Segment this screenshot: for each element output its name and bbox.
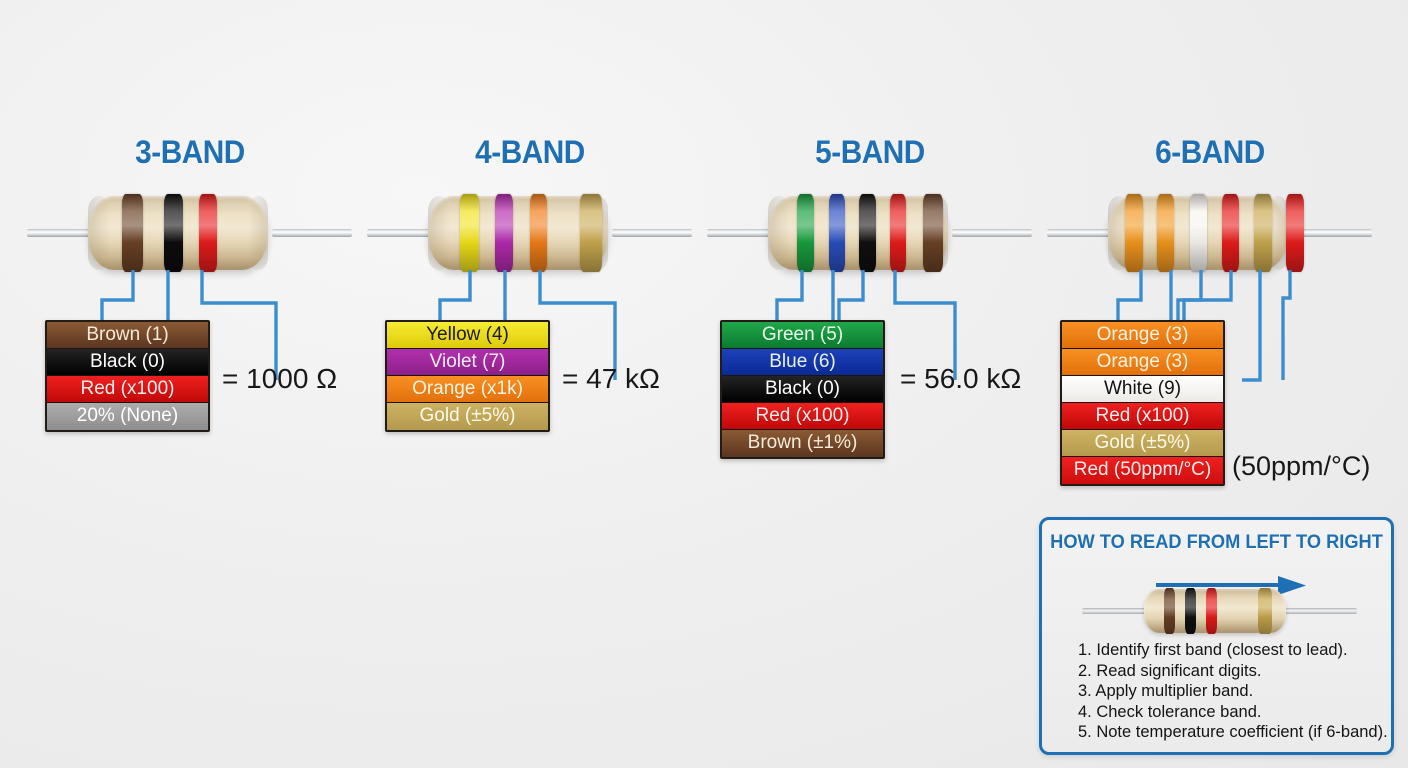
- legend-table-3band: Brown (1) Black (0) Red (x100) 20% (None…: [45, 320, 210, 432]
- resistor-band-4: [1222, 194, 1239, 272]
- legend-row: Red (x100): [47, 376, 208, 403]
- resistor-band-5: [923, 194, 943, 272]
- result-value-4band: = 47 kΩ: [562, 363, 660, 394]
- group-title-6band: 6-BAND: [1155, 134, 1265, 170]
- legend-row: Yellow (4): [387, 322, 548, 349]
- legend-table-6band: Orange (3) Orange (3) White (9) Red (x10…: [1060, 320, 1225, 486]
- resistor-lead-right: [272, 229, 352, 237]
- leader-lines-6band: [1100, 268, 1350, 382]
- legend-row: Orange (3): [1062, 322, 1223, 349]
- resistor-lead-left: [707, 229, 787, 237]
- resistor-4band: [367, 194, 692, 272]
- legend-row: 20% (None): [47, 403, 208, 430]
- legend-row: White (9): [1062, 376, 1223, 403]
- leader-lines-svg: [775, 270, 957, 380]
- leader-lines-5band: [715, 268, 1005, 380]
- legend-row: Orange (x1k): [387, 376, 548, 403]
- legend-row: Black (0): [47, 349, 208, 376]
- legend-row: Black (0): [722, 376, 883, 403]
- mini-resistor-illustration: [1082, 572, 1357, 634]
- mini-lead-right: [1279, 608, 1357, 614]
- step-item: 4. Check tolerance band.: [1078, 702, 1262, 721]
- resistor-5band: [707, 194, 1032, 272]
- resistor-band-6: [1286, 194, 1304, 272]
- legend-row: Orange (3): [1062, 349, 1223, 376]
- mini-band-1: [1164, 588, 1175, 634]
- legend-row: Red (50ppm/°C): [1062, 457, 1223, 484]
- resistor-band-2: [829, 194, 845, 272]
- resistor-lead-right: [952, 229, 1032, 237]
- resistor-body: [768, 196, 948, 270]
- mini-lead-left: [1082, 608, 1160, 614]
- result-value-3band: = 1000 Ω: [222, 363, 338, 394]
- resistor-band-2: [164, 194, 183, 272]
- legend-row: Brown (±1%): [722, 430, 883, 457]
- resistor-band-3: [859, 194, 876, 272]
- group-title-5band: 5-BAND: [815, 134, 925, 170]
- resistor-band-3: [199, 194, 217, 272]
- step-item: 2. Read significant digits.: [1078, 661, 1262, 680]
- legend-row: Violet (7): [387, 349, 548, 376]
- resistor-band-4: [890, 194, 906, 272]
- legend-row: Red (x100): [722, 403, 883, 430]
- group-title-3band: 3-BAND: [135, 134, 245, 170]
- legend-row: Blue (6): [722, 349, 883, 376]
- mini-band-3: [1206, 588, 1217, 634]
- result-value-5band: = 56.0 kΩ: [900, 363, 1022, 394]
- temp-coefficient-note: (50ppm/°C): [1232, 451, 1371, 481]
- resistor-lead-left: [27, 229, 107, 237]
- resistor-band-1: [797, 194, 814, 272]
- mini-band-4: [1258, 588, 1272, 634]
- resistor-6band: [1047, 194, 1372, 272]
- resistor-lead-left: [367, 229, 447, 237]
- legend-row: Green (5): [722, 322, 883, 349]
- legend-table-4band: Yellow (4) Violet (7) Orange (x1k) Gold …: [385, 320, 550, 432]
- resistor-band-4: [580, 194, 602, 272]
- resistor-band-3: [530, 194, 547, 272]
- resistor-lead-left: [1047, 229, 1127, 237]
- step-item: 5. Note temperature coefficient (if 6-ba…: [1078, 723, 1388, 742]
- legend-row: Brown (1): [47, 322, 208, 349]
- resistor-band-1: [122, 194, 143, 272]
- resistor-band-1: [460, 194, 479, 272]
- right-arrow-icon: [1156, 576, 1306, 595]
- legend-row: Gold (±5%): [387, 403, 548, 430]
- resistor-band-2: [495, 194, 513, 272]
- legend-row: Red (x100): [1062, 403, 1223, 430]
- resistor-lead-right: [612, 229, 692, 237]
- resistor-band-1: [1125, 194, 1143, 272]
- group-title-4band: 4-BAND: [475, 134, 585, 170]
- how-to-read-box: HOW TO READ FROM LEFT TO RIGHT 1. Identi…: [1039, 517, 1394, 755]
- resistor-band-3: [1190, 194, 1207, 272]
- how-to-read-steps: 1. Identify first band (closest to lead)…: [1078, 640, 1388, 743]
- resistor-band-5: [1254, 194, 1272, 272]
- legend-row: Gold (±5%): [1062, 430, 1223, 457]
- resistor-3band: [27, 194, 352, 272]
- legend-table-5band: Green (5) Blue (6) Black (0) Red (x100) …: [720, 320, 885, 459]
- leader-lines-svg: [1116, 270, 1292, 382]
- resistor-lead-right: [1292, 229, 1372, 237]
- how-to-read-title: HOW TO READ FROM LEFT TO RIGHT: [1050, 532, 1383, 553]
- mini-band-2: [1185, 588, 1196, 634]
- resistor-band-2: [1157, 194, 1174, 272]
- step-item: 3. Apply multiplier band.: [1078, 682, 1254, 701]
- step-item: 1. Identify first band (closest to lead)…: [1078, 641, 1348, 659]
